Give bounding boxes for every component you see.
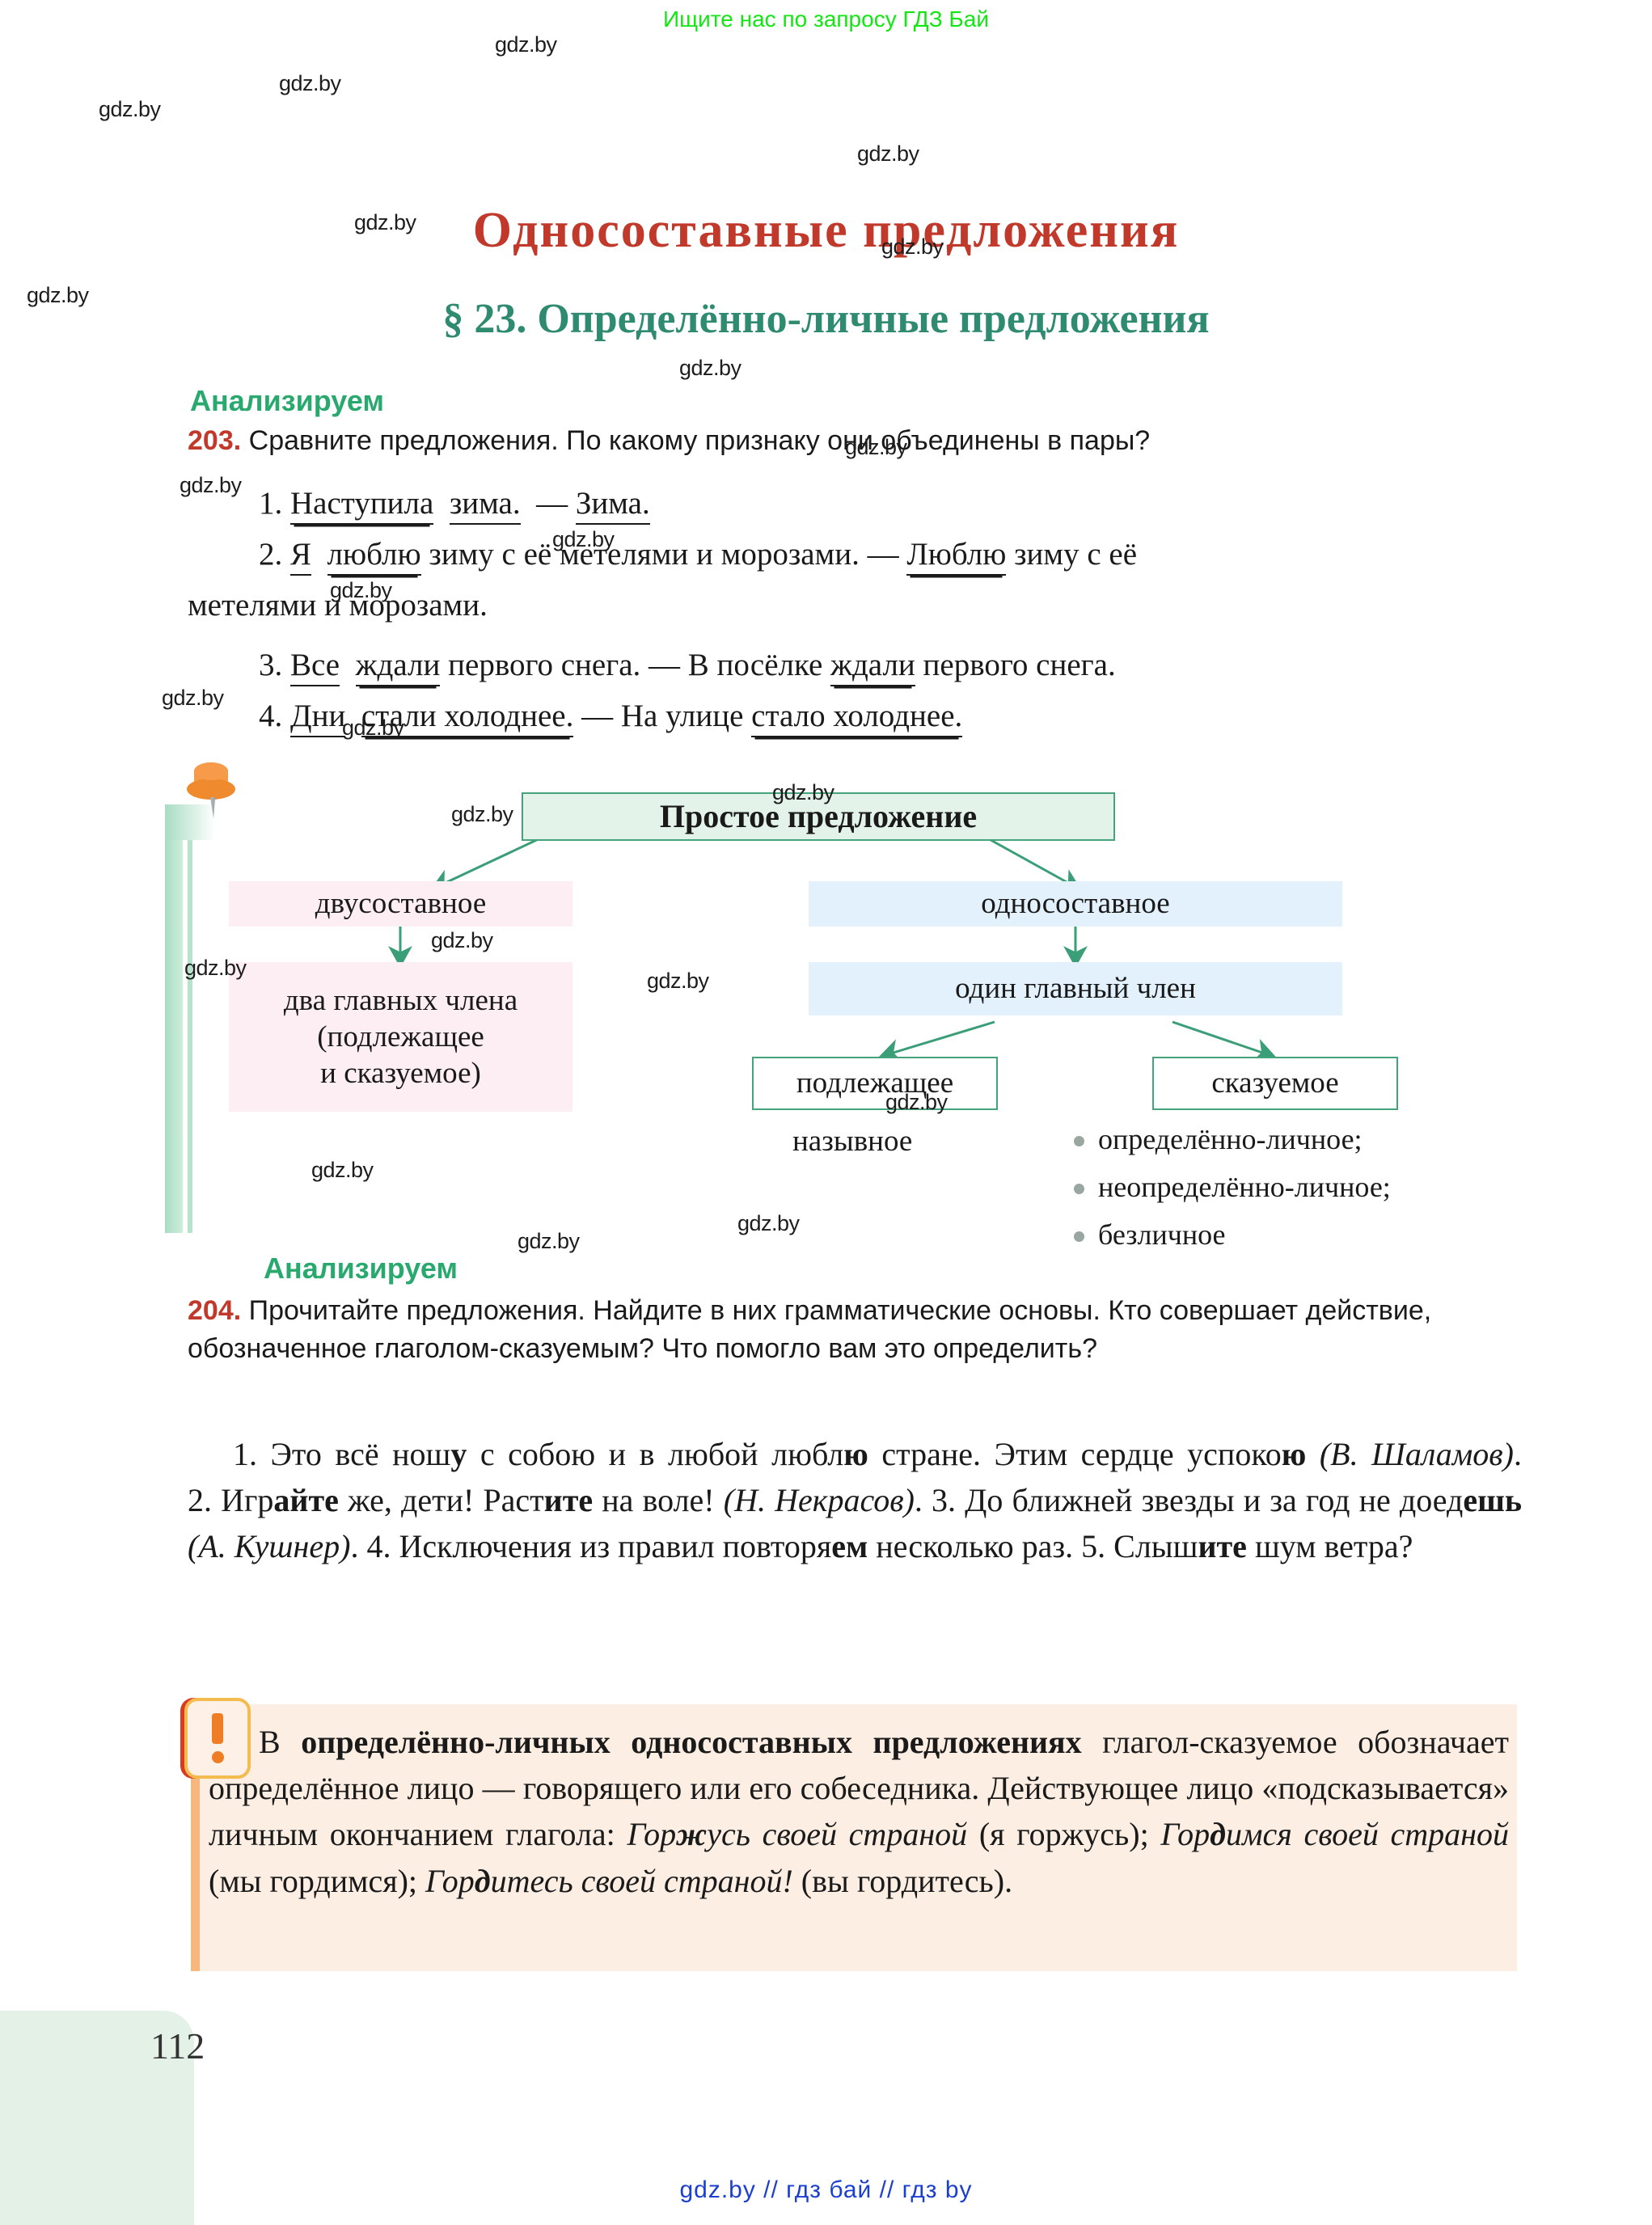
watermark-tile: gdz.by — [342, 716, 404, 740]
rule-callout-box — [191, 1704, 1517, 1971]
exclamation-icon — [184, 1698, 251, 1779]
diagram-box-one-main-member: один главный член — [809, 962, 1342, 1015]
watermark-tile: gdz.by — [431, 928, 493, 952]
sentence-2-tail: зиму с её метелями и морозами. — — [429, 537, 907, 572]
diagram-box-two-main-members: два главных члена (подлежащее и сказуемо… — [229, 962, 572, 1112]
task-prompt-203: 203. Сравните предложения. По какому при… — [188, 422, 1530, 460]
exclamation-dot — [211, 1751, 224, 1763]
pushpin-icon — [187, 762, 235, 818]
predicate-mark: стало холоднее. — [751, 699, 963, 737]
sentence-2-continuation: метелями и морозами. — [188, 588, 488, 623]
sentence-3: 3. Все ждали первого снега. — В посёлке … — [259, 647, 1116, 686]
diagram-box-odnosostavnoe: односоставное — [809, 881, 1342, 927]
two-main-line-3: и сказуемое) — [320, 1057, 481, 1091]
diagram-box-skazuemoe: сказуемое — [1152, 1057, 1398, 1110]
subject-mark: зима. — [449, 486, 521, 525]
side-bar-inner-line — [188, 840, 192, 1233]
space — [348, 648, 356, 682]
sentence-2-end: зиму с её — [1014, 537, 1138, 572]
page-number: 112 — [150, 2025, 205, 2067]
watermark-tile: gdz.by — [99, 97, 161, 121]
sentence-1-number: 1. — [259, 486, 283, 521]
subject-mark: Я — [290, 537, 312, 576]
watermark-tile: gdz.by — [552, 527, 615, 551]
rule-text: В определённо-личных односоставных предл… — [209, 1724, 1509, 1899]
sentence-3-end: первого снега. — [923, 648, 1116, 682]
watermark-tile: gdz.by — [772, 780, 834, 804]
watermark-tile: gdz.by — [885, 1090, 948, 1114]
predicate-mark: ждали — [830, 648, 915, 686]
watermark-tile: gdz.by — [647, 969, 709, 993]
subject-mark: Зима. — [575, 486, 650, 525]
two-main-line-2: (подлежащее — [317, 1020, 484, 1053]
bullet-bezlichnoe: безличное — [1067, 1218, 1391, 1252]
task-number-203: 203. — [188, 425, 242, 456]
exclamation-bar — [212, 1713, 223, 1744]
sentence-4-number: 4. — [259, 699, 283, 733]
two-main-line-1: два главных члена — [283, 983, 518, 1017]
watermark-tile: gdz.by — [679, 356, 741, 380]
watermark-tile: gdz.by — [279, 71, 341, 95]
watermark-tile: gdz.by — [184, 956, 247, 980]
chapter-title: Односоставные предложения — [472, 203, 1180, 258]
section-title: § 23. Определённо-личные предложения — [442, 296, 1210, 342]
watermark-tile: gdz.by — [737, 1211, 800, 1235]
diagram-root-box: Простое предложение — [522, 792, 1115, 841]
watermark-tile: gdz.by — [162, 686, 224, 710]
subject-mark: Все — [290, 648, 340, 686]
watermark-tile: gdz.by — [354, 210, 416, 234]
footer-watermark: gdz.by // гдз бай // гдз by — [679, 2176, 973, 2203]
watermark-tile: gdz.by — [857, 141, 919, 166]
task-prompt-text-204: Прочитайте предложения. Найдите в них гр… — [188, 1295, 1432, 1364]
watermark-tile: gdz.by — [27, 283, 89, 307]
task-prompt-text-203: Сравните предложения. По какому признаку… — [248, 425, 1151, 456]
sentence-3-mid: первого снега. — В посёлке — [448, 648, 831, 682]
diagram-bullet-list: определённо-личное; неопределённо-личное… — [1067, 1122, 1391, 1265]
side-bar-top-cap — [165, 804, 215, 840]
watermark-tile: gdz.by — [451, 802, 513, 826]
watermark-tile: gdz.by — [518, 1229, 580, 1253]
sentence-2: 2. Я люблю зиму с её метелями и морозами… — [259, 536, 1138, 576]
side-bar-outer — [165, 804, 183, 1233]
task-prompt-204: 204. Прочитайте предложения. Найдите в н… — [188, 1292, 1530, 1368]
page-number-tab — [0, 2011, 194, 2225]
analyze-label-203: Анализируем — [190, 384, 385, 417]
watermark-tile: gdz.by — [311, 1158, 374, 1182]
watermark-tile: gdz.by — [845, 435, 907, 459]
task-number-204: 204. — [188, 1295, 242, 1326]
sentence-3-number: 3. — [259, 648, 283, 682]
diagram-caption-nazyvnoe: назывное — [792, 1125, 913, 1158]
promo-banner-watermark: Ищите нас по запросу ГДЗ Бай — [662, 6, 990, 32]
sentence-4-mid: — На улице — [581, 699, 752, 733]
diagram-box-podlezhashchee: подлежащее — [752, 1057, 998, 1110]
predicate-mark: Люблю — [906, 537, 1007, 576]
sentence-4: 4. Дни стали холоднее. — На улице стало … — [259, 698, 963, 737]
space — [442, 486, 450, 521]
predicate-mark: стали холоднее. — [361, 699, 574, 737]
space — [319, 537, 327, 572]
analyze-label-204: Анализируем — [264, 1252, 458, 1285]
sentence-2-number: 2. — [259, 537, 283, 572]
dash-sep: — — [528, 486, 576, 521]
bullet-opredelenno-lichnoe: определённо-личное; — [1067, 1122, 1391, 1156]
watermark-tile: gdz.by — [330, 578, 392, 602]
watermark-tile: gdz.by — [180, 473, 242, 497]
predicate-mark: ждали — [355, 648, 441, 686]
sentence-1: 1. Наступила зима. — Зима. — [259, 485, 650, 525]
rule-left-stripe — [191, 1704, 200, 1971]
bullet-neopredelenno-lichnoe: неопределённо-личное; — [1067, 1170, 1391, 1204]
watermark-tile: gdz.by — [495, 32, 557, 57]
exercise-204-body: 1. Это всё ношу с собою и в любой люблю … — [188, 1436, 1523, 1565]
diagram-box-dvusostavnoe: двусоставное — [229, 881, 572, 927]
watermark-tile: gdz.by — [881, 234, 944, 259]
predicate-mark: Наступила — [290, 486, 434, 525]
subject-mark: Дни — [290, 699, 346, 737]
predicate-mark: люблю — [327, 537, 421, 576]
decorative-side-bar — [165, 804, 215, 1233]
